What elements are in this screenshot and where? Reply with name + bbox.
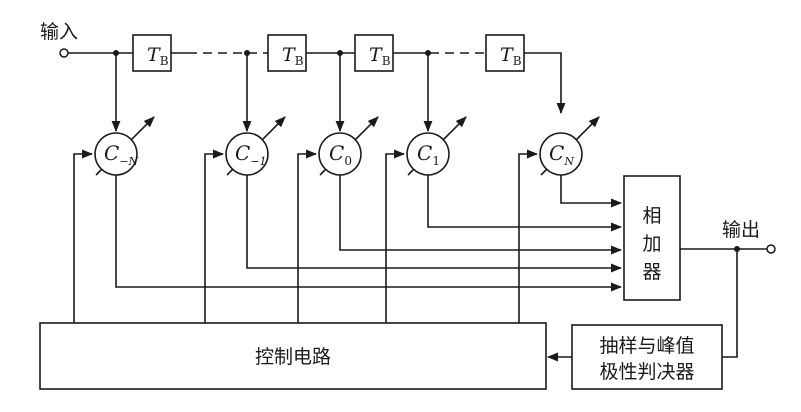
svg-text:TB: TB — [500, 44, 522, 68]
output-terminal — [766, 244, 776, 254]
coef-circle-minus-1: C−1 — [225, 116, 286, 176]
svg-text:CN: CN — [549, 141, 574, 168]
delay-box-2: TB — [267, 34, 307, 72]
svg-text:C−1: C−1 — [235, 141, 267, 168]
svg-text:极性判决器: 极性判决器 — [599, 361, 694, 383]
control-line-5 — [518, 149, 539, 323]
svg-text:TB: TB — [369, 44, 391, 68]
adder-input-minus-n — [115, 175, 623, 292]
adder-input-0 — [339, 175, 623, 255]
wire-seg-4 — [524, 52, 566, 115]
control-circuit-box: 控制电路 — [39, 322, 547, 390]
control-line-3 — [297, 149, 318, 323]
adder-input-1 — [427, 175, 623, 232]
output-label: 输出 — [722, 219, 760, 241]
svg-text:C−N: C−N — [104, 141, 139, 168]
delay-box-3: TB — [354, 34, 394, 72]
svg-text:相: 相 — [642, 205, 661, 227]
adder-input-minus-1 — [246, 175, 623, 273]
control-line-4 — [385, 149, 406, 323]
svg-text:加: 加 — [642, 233, 661, 255]
svg-text:抽样与峰值: 抽样与峰值 — [599, 335, 694, 357]
svg-text:控制电路: 控制电路 — [255, 346, 331, 368]
sampler-decision-box: 抽样与峰值 极性判决器 — [571, 324, 723, 390]
coef-circle-1: C1 — [406, 116, 467, 176]
svg-text:C1: C1 — [417, 141, 440, 168]
coef-circle-0: C0 — [318, 116, 379, 176]
feedback-wire — [722, 249, 738, 358]
control-line-1 — [73, 149, 94, 323]
coef-circle-minus-n: C−N — [94, 116, 155, 176]
adder-input-n — [560, 175, 623, 208]
input-terminal — [59, 48, 69, 58]
delay-box-1: TB — [132, 34, 172, 72]
adder-box: 相 加 器 — [623, 175, 681, 301]
input-label: 输入 — [40, 21, 78, 43]
coef-circle-n: CN — [539, 116, 600, 176]
svg-text:TB: TB — [282, 44, 304, 68]
delay-box-4: TB — [485, 34, 525, 72]
control-line-2 — [204, 149, 225, 323]
svg-text:C0: C0 — [329, 141, 352, 168]
svg-text:器: 器 — [642, 261, 661, 283]
svg-text:TB: TB — [147, 44, 169, 68]
